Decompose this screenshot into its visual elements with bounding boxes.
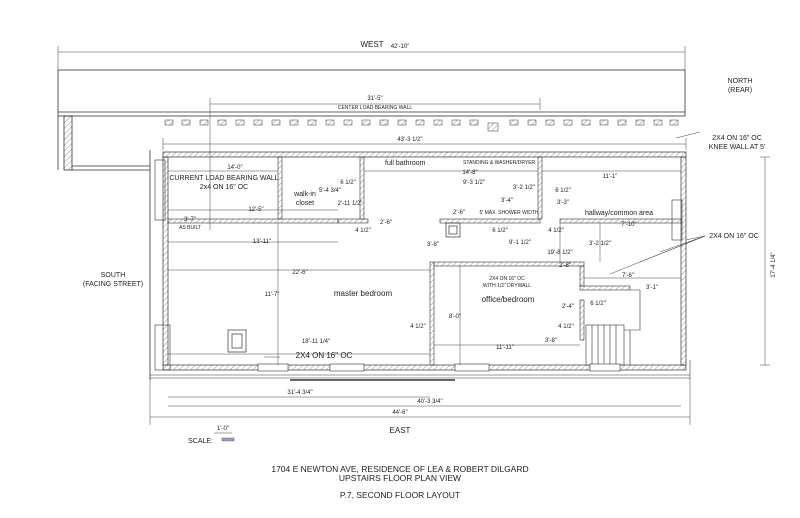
note-bath-small: STANDING & WASHER/DRYER — [463, 160, 536, 166]
dim-overall-bottom: 44'-6" — [392, 410, 407, 416]
interior-walls — [167, 156, 682, 366]
dimension-lines — [57, 46, 770, 434]
room-closet: closet — [296, 200, 314, 207]
compass-west: WEST — [360, 40, 383, 49]
compass-south-sub: (FACING STREET) — [83, 281, 143, 288]
dim-center-wall: 31'-5" — [367, 96, 382, 102]
dim-office-w: 11'-11" — [496, 345, 514, 351]
dim-closet-h: 6 1/2" — [340, 180, 355, 186]
room-master-bedroom: master bedroom — [334, 289, 393, 298]
rafter-blocks — [164, 119, 679, 132]
exterior-wall-trim — [150, 159, 691, 380]
dim-left-mid: 12'-5" — [248, 207, 263, 213]
dim-bottom-b: 40'-3 3/4" — [417, 399, 442, 405]
dim-wall-a: 4 1/2" — [355, 228, 370, 234]
dim-master-h: 11'-7" — [265, 292, 280, 298]
dim-office-b: 4 1/2" — [558, 324, 573, 330]
compass-east: EAST — [390, 426, 411, 435]
dim-office-a: 3'-8" — [545, 338, 557, 344]
compass-north-sub: (REAR) — [728, 87, 752, 94]
dim-left-small: 3'-8" — [427, 242, 439, 248]
dim-as-built: 3'-7" — [184, 217, 196, 223]
dim-overall-top: 42'-10" — [391, 44, 410, 50]
room-full-bathroom: full bathroom — [385, 160, 426, 167]
dim-bath-c: 3'-2 1/2" — [513, 185, 535, 191]
room-office-bedroom: office/bedroom — [482, 295, 535, 304]
title-line3: P.7, SECOND FLOOR LAYOUT — [340, 490, 460, 500]
dim-hall-b: 3'-2 1/2" — [589, 241, 611, 247]
dim-master-low: 18'-11 1/4" — [302, 339, 330, 345]
dim-wall-b: 6 1/2" — [492, 228, 507, 234]
dim-closet-d: 2'-11 1/2" — [338, 201, 363, 207]
compass-south: SOUTH — [101, 272, 126, 279]
dim-top-inner: 43'-3 1/2" — [397, 137, 422, 143]
dim-bath-f: 2'-6" — [453, 210, 465, 216]
title-line1: 1704 E NEWTON AVE, RESIDENCE OF LEA & RO… — [271, 464, 528, 474]
note-bottom-2x4: 2X4 ON 16" OC — [296, 351, 353, 360]
note-knee-wall-1: 2X4 ON 16" OC — [712, 135, 762, 142]
south-windows — [257, 363, 621, 372]
note-right-2x4: 2X4 ON 16" OC — [709, 233, 759, 240]
dim-wall-c: 9'-1 1/2" — [509, 240, 531, 246]
dimension-labels: 42'-10" 31'-5" 43'-3 1/2" 14'-0" 14'-8" … — [184, 44, 777, 432]
room-walk-in: walk-in — [293, 191, 316, 198]
dim-right-top: 11'-1" — [603, 174, 618, 180]
note-center-wall: CENTER LOAD BEARING WALL — [338, 105, 412, 111]
note-current-wall-2: 2x4 ON 16" OC — [200, 184, 248, 191]
dim-office-d: 6 1/2" — [590, 301, 605, 307]
dim-hall-c: 19'-8 1/2" — [547, 250, 572, 256]
dim-mid-v: 8'-0" — [449, 314, 461, 320]
exterior-walls — [162, 151, 687, 371]
dim-wall-d: 4 1/2" — [548, 228, 563, 234]
note-current-wall-1: CURRENT LOAD BEARING WALL — [169, 175, 278, 182]
note-shower: 5' MAX. SHOWER WIDTH — [479, 210, 538, 216]
dim-right-overall: 17'-4 1/4" — [771, 252, 777, 277]
scale-bar — [221, 437, 235, 442]
dim-bath-a: 9'-3 1/2" — [463, 180, 485, 186]
dim-left-low: 13'-11" — [253, 239, 271, 245]
dim-hall-e: 7'-6" — [622, 273, 634, 279]
left-porch — [57, 115, 151, 380]
note-knee-wall-2: KNEE WALL AT 5' — [709, 144, 766, 151]
title-line2: UPSTAIRS FLOOR PLAN VIEW — [339, 473, 461, 483]
dim-mid-a: 4 1/2" — [410, 324, 425, 330]
dim-bath-e: 3'-3" — [557, 200, 569, 206]
chimney-boxes — [227, 222, 461, 353]
note-as-built: AS BUILT — [179, 225, 201, 231]
dim-scale: 1'-0" — [217, 426, 229, 432]
dim-hall-d: 2'-8" — [559, 263, 571, 269]
note-mid-2x4-2: WITH 1/2" DRYWALL — [483, 283, 531, 289]
room-hallway: hallway/common area — [585, 210, 653, 217]
dim-closet-w: 5'-4 3/4" — [319, 188, 341, 194]
dim-bath-g: 2'-6" — [380, 220, 392, 226]
note-mid-2x4-1: 2X4 ON 16" OC — [489, 276, 525, 282]
dim-hall-a: 7'-10" — [621, 222, 636, 228]
dim-bath-b: 3'-4" — [501, 198, 513, 204]
dim-bottom-a: 31'-4 3/4" — [287, 390, 312, 396]
compass-north: NORTH — [728, 78, 753, 85]
scale-label: SCALE: — [188, 438, 213, 445]
dim-master-w: 22'-6" — [292, 270, 307, 276]
dim-left-top: 14'-0" — [227, 165, 242, 171]
leader-lines — [264, 131, 706, 358]
roof-outline — [57, 69, 686, 117]
dim-hall-f: 3'-1" — [646, 285, 658, 291]
dim-office-c: 2'-4" — [562, 304, 574, 310]
dim-bath-top: 14'-8" — [462, 170, 477, 176]
dim-bath-d: 6 1/2" — [555, 188, 570, 194]
